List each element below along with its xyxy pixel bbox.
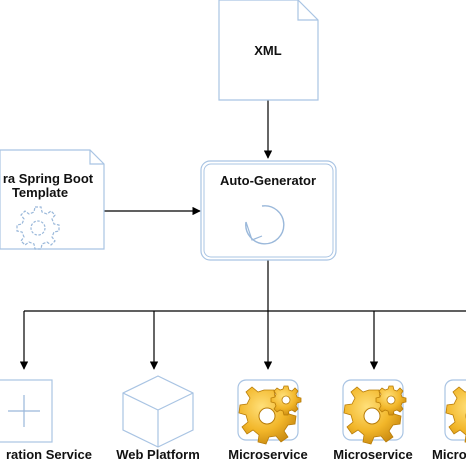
refresh-cycle-icon bbox=[245, 205, 285, 245]
template-label-line2: Template bbox=[12, 185, 68, 200]
web-platform-node[interactable]: Web Platform bbox=[116, 375, 200, 462]
document-fold bbox=[297, 0, 318, 21]
auto-generator-outer-box bbox=[200, 160, 337, 261]
microservice-label-1: Microservice bbox=[228, 447, 308, 462]
template-fold bbox=[89, 150, 104, 165]
xml-node[interactable]: XML bbox=[218, 0, 319, 101]
microservice-node-2[interactable]: Microservice bbox=[333, 379, 413, 462]
template-shape bbox=[0, 149, 105, 250]
microservice-node-1[interactable]: Microservice bbox=[228, 379, 308, 462]
microservice-label-2: Microservice bbox=[333, 447, 413, 462]
microservice-node-3[interactable]: Micro bbox=[432, 379, 466, 462]
gear-outline-icon bbox=[16, 206, 60, 250]
microservice-label-3: Micro bbox=[432, 447, 466, 462]
xml-label: XML bbox=[254, 43, 282, 58]
web-platform-label: Web Platform bbox=[116, 447, 200, 462]
template-node[interactable]: ra Spring Boot Template bbox=[0, 149, 105, 250]
cube-icon bbox=[122, 375, 194, 448]
auto-generator-node[interactable]: Auto-Generator bbox=[200, 160, 337, 261]
integration-service-node[interactable]: ration Service bbox=[0, 379, 92, 462]
document-shape bbox=[218, 0, 319, 101]
auto-generator-label: Auto-Generator bbox=[220, 173, 316, 188]
auto-generator-inner-box bbox=[203, 163, 334, 258]
connectors bbox=[19, 100, 466, 370]
integration-service-label: ration Service bbox=[6, 447, 92, 462]
template-label-line1: ra Spring Boot bbox=[3, 171, 94, 186]
plus-icon bbox=[8, 395, 40, 427]
